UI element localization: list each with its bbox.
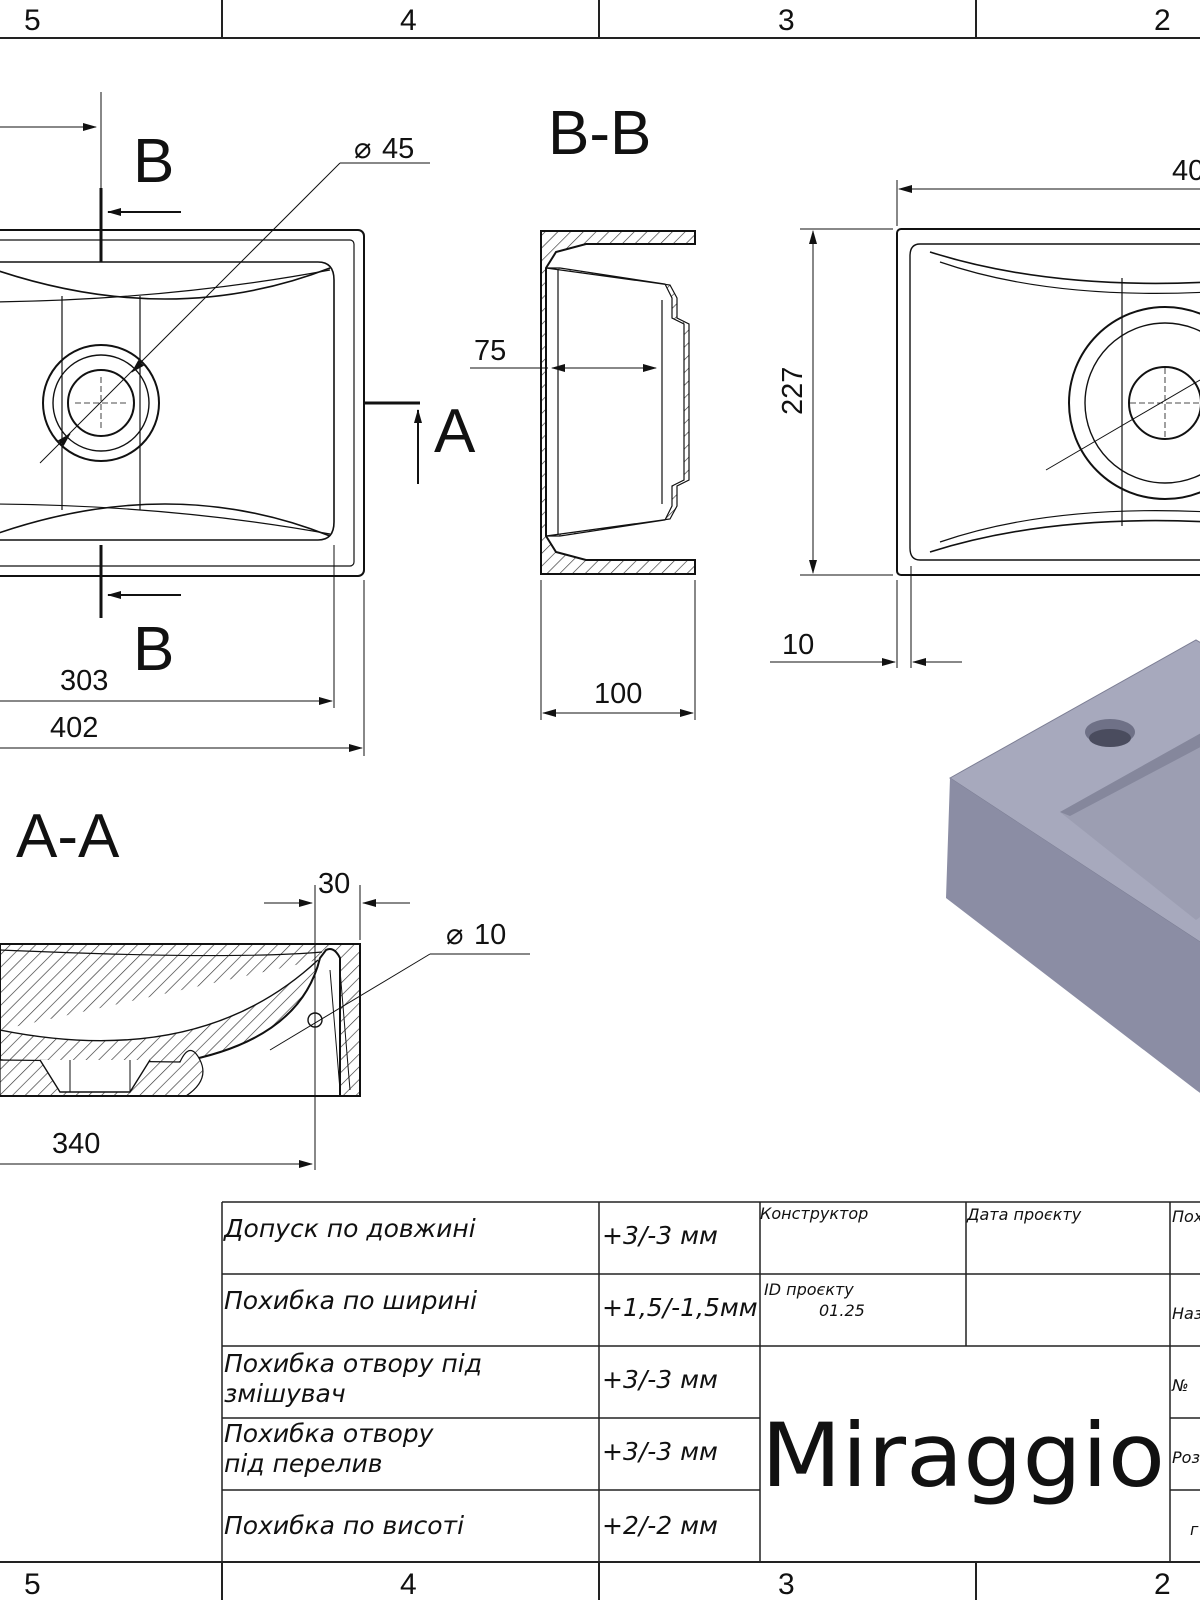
zone-label-bottom-2: 2 — [1154, 1568, 1171, 1600]
tolerance-label-overflow-1: Похибка отвору — [224, 1419, 435, 1448]
diameter-symbol: ⌀ — [354, 133, 371, 165]
zone-label-bottom-3: 3 — [778, 1568, 795, 1600]
tolerance-label-mixer-hole-2: змішувач — [224, 1379, 346, 1408]
section-bb — [470, 230, 696, 720]
brand-logo: Miraggio — [761, 1404, 1165, 1507]
render-basin — [1060, 733, 1200, 920]
zone-label-top-3: 3 — [778, 4, 795, 37]
project-id-label: ID проєкту — [764, 1280, 854, 1299]
section-aa-length-dim: 340 — [52, 1128, 100, 1160]
tolerance-value-height: +2/-2 мм — [602, 1511, 718, 1540]
section-aa-title: A-A — [16, 802, 120, 871]
column-3-row-4: Роз — [1172, 1448, 1200, 1467]
side-width-dim: 40 — [1172, 155, 1200, 187]
zone-label-bottom-5: 5 — [24, 1568, 41, 1600]
inner-width-dim: 303 — [60, 665, 108, 697]
column-3-row-1: Пох — [1172, 1207, 1200, 1226]
section-bb-height-dim: 100 — [594, 678, 642, 710]
section-aa — [0, 885, 530, 1170]
side-plan-view — [770, 180, 1200, 668]
section-marker-b-top: B — [133, 127, 174, 196]
zone-label-top-5: 5 — [24, 4, 41, 37]
section-bb-depth-dim: 75 — [474, 335, 506, 367]
zone-label-top-2: 2 — [1154, 4, 1171, 37]
tolerance-value-mixer-hole: +3/-3 мм — [602, 1365, 718, 1394]
render-front-face — [946, 778, 1200, 1093]
section-bb-title: B-B — [548, 99, 651, 168]
hole-diameter-dim: 45 — [382, 133, 414, 165]
tolerance-value-overflow: +3/-3 мм — [602, 1437, 718, 1466]
project-date-label: Дата проєкту — [966, 1205, 1082, 1224]
column-3-row-5: г — [1190, 1520, 1199, 1539]
section-aa-wall-dim: 30 — [318, 868, 350, 900]
zone-label-top-4: 4 — [400, 4, 417, 37]
zone-band-top — [0, 0, 1200, 39]
tolerance-value-length: +3/-3 мм — [602, 1221, 718, 1250]
designer-label: Конструктор — [760, 1204, 868, 1223]
diameter-symbol-overflow: ⌀ — [446, 919, 463, 951]
column-3-row-3: № — [1171, 1376, 1189, 1395]
project-id-value: 01.25 — [819, 1301, 865, 1320]
tolerance-value-width: +1,5/-1,5мм — [602, 1293, 758, 1322]
isometric-render — [946, 639, 1200, 1093]
tolerance-label-length: Допуск по довжині — [223, 1214, 476, 1243]
tolerance-label-overflow-2: під перелив — [224, 1449, 382, 1478]
section-marker-b-bottom: B — [133, 615, 174, 684]
column-3-row-2: Наз — [1172, 1304, 1200, 1323]
title-block-grid — [221, 1201, 1200, 1562]
plan-view — [0, 92, 430, 756]
tolerance-label-height: Похибка по висоті — [224, 1511, 464, 1540]
tolerance-label-mixer-hole-1: Похибка отвору під — [224, 1349, 482, 1378]
tolerance-label-width: Похибка по ширині — [224, 1286, 477, 1315]
zone-band-bottom — [0, 1561, 1200, 1600]
zone-label-bottom-4: 4 — [400, 1568, 417, 1600]
side-rim-dim: 10 — [782, 629, 814, 661]
outer-width-dim: 402 — [50, 712, 98, 744]
section-marker-a: A — [434, 397, 476, 466]
side-depth-dim: 227 — [777, 367, 809, 415]
section-aa-overflow-dim: 10 — [474, 919, 506, 951]
